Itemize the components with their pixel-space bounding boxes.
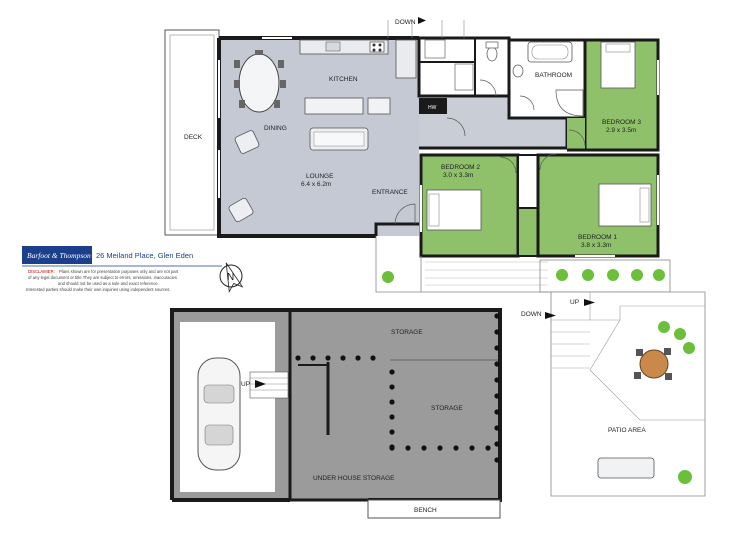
plant-icon	[582, 269, 594, 281]
pile-dot	[494, 393, 500, 399]
bedroom1-label: BEDROOM 1	[578, 234, 617, 241]
hallway: HW	[417, 36, 569, 150]
brand-block: Barfoot & Thompson 26 Meiland Place, Gle…	[22, 246, 222, 292]
dining-table	[234, 50, 286, 113]
pile-dot	[389, 384, 395, 390]
pile-dot	[370, 355, 376, 361]
armchair-icon	[234, 130, 260, 154]
under-house-storage-label: UNDER HOUSE STORAGE	[313, 475, 395, 482]
pile-dot	[494, 345, 500, 351]
bedroom2-size: 3.0 x 3.3m	[443, 172, 473, 179]
outdoor-table	[634, 348, 672, 380]
pile-dot	[494, 441, 500, 447]
bathroom-label: BATHROOM	[535, 72, 572, 79]
bench-label: BENCH	[414, 507, 437, 514]
pile-dot	[469, 445, 475, 451]
brand-address: 26 Meiland Place, Glen Eden	[96, 251, 193, 260]
deck-label: DECK	[184, 134, 203, 141]
pile-dot	[453, 445, 459, 451]
plant-icon	[678, 470, 692, 484]
pile-dot	[494, 457, 500, 463]
brand-logo	[22, 246, 92, 264]
deck: DECK	[164, 29, 220, 236]
arrow-right-icon	[584, 299, 595, 306]
pile-markers	[295, 313, 500, 463]
sofa-icon	[597, 457, 655, 479]
hw-label: HW	[428, 105, 437, 111]
storage-inner-label: STORAGE	[431, 405, 463, 412]
patio: UP DOWN PATIO AREA	[521, 291, 706, 497]
bedroom-3: BEDROOM 3 2.9 x 3.5m	[567, 38, 660, 152]
compass-letter: N	[227, 272, 234, 283]
pile-dot	[389, 399, 395, 405]
pile-dot	[355, 355, 361, 361]
disclaimer-line4: Interested parties should make their own…	[26, 287, 171, 292]
entrance-label: ENTRANCE	[372, 189, 408, 196]
pile-dot	[389, 414, 395, 420]
arrow-right-icon	[255, 380, 266, 388]
bedroom-2: BEDROOM 2 3.0 x 3.3m	[419, 153, 520, 258]
compass-icon: N	[219, 262, 244, 293]
plant-icon	[683, 342, 695, 354]
pile-dot	[494, 361, 500, 367]
plant-icon	[607, 269, 619, 281]
living-area: KITCHEN DINING LOUNGE 6.4 x 6.2m ENTRANC…	[217, 36, 419, 238]
linen-cupboard	[517, 154, 539, 209]
wardrobe	[517, 207, 539, 257]
bathroom: BATHROOM	[507, 38, 587, 120]
sofa-icon	[309, 127, 369, 151]
pile-dot	[494, 425, 500, 431]
pile-dot	[494, 409, 500, 415]
pile-dot	[405, 445, 411, 451]
front-path	[375, 236, 671, 293]
plant-icon	[382, 271, 394, 283]
patio-area-label: PATIO AREA	[608, 427, 646, 434]
plant-icon	[556, 269, 568, 281]
bedroom-1: BEDROOM 1 3.8 x 3.3m	[536, 153, 660, 258]
brand-name: Barfoot & Thompson	[27, 251, 91, 260]
lounge-size: 6.4 x 6.2m	[301, 181, 331, 188]
up-garage-label: UP	[241, 381, 250, 388]
armchair-icon	[228, 197, 254, 223]
lounge-label: LOUNGE	[306, 173, 334, 180]
lower-level: BENCH UP STORAGE STORAGE UNDER HOUSE STO…	[170, 308, 502, 519]
pile-dot	[389, 429, 395, 435]
pile-dot	[325, 355, 331, 361]
pile-dot	[485, 445, 491, 451]
disclaimer-line2: of any legal document or title.They are …	[28, 275, 177, 280]
pile-dot	[437, 445, 443, 451]
pile-dot	[340, 355, 346, 361]
pile-dot	[421, 445, 427, 451]
disclaimer-line1: Plans shown are for presentation purpose…	[59, 269, 179, 274]
pile-dot	[310, 355, 316, 361]
plant-icon	[658, 321, 670, 333]
plant-icon	[631, 269, 643, 281]
pile-dot	[494, 377, 500, 383]
disclaimer-label: DISCLAIMER:	[28, 269, 55, 274]
arrow-right-icon	[545, 312, 556, 319]
kitchen-label: KITCHEN	[329, 76, 358, 83]
plant-icon	[653, 269, 665, 281]
storage-top-label: STORAGE	[391, 329, 423, 336]
bedroom3-label: BEDROOM 3	[602, 119, 641, 126]
arrow-right-icon	[418, 17, 426, 24]
down-right-label: DOWN	[521, 311, 542, 318]
pile-dot	[389, 369, 395, 375]
disclaimer-line3: and should not be used as a sole and exa…	[58, 281, 159, 286]
up-right-label: UP	[570, 299, 579, 306]
stairs-top: DOWN	[387, 17, 465, 38]
down-top-label: DOWN	[395, 19, 416, 26]
pile-dot	[494, 329, 500, 335]
bedroom1-size: 3.8 x 3.3m	[581, 242, 611, 249]
bedroom2-label: BEDROOM 2	[441, 164, 480, 171]
pile-dot	[389, 444, 395, 450]
bedroom3-size: 2.9 x 3.5m	[606, 127, 636, 134]
pile-dot	[295, 355, 301, 361]
car-icon	[197, 357, 241, 471]
bench	[367, 499, 501, 519]
dining-label: DINING	[264, 125, 287, 132]
pile-dot	[494, 313, 500, 319]
plant-icon	[674, 328, 686, 340]
